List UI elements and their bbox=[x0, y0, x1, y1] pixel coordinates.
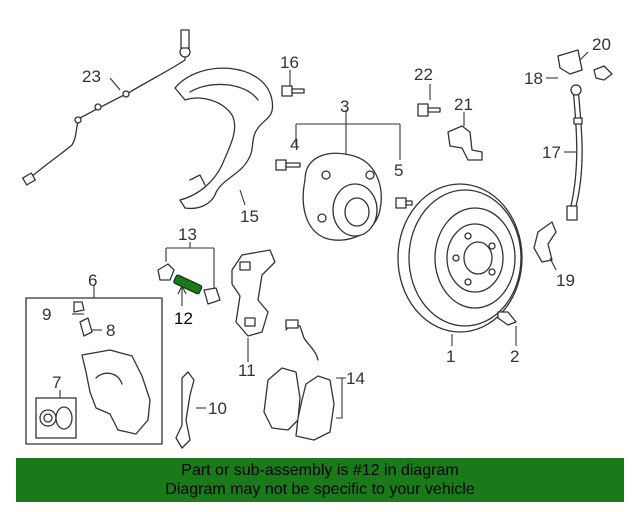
part-14-brake-pads[interactable] bbox=[263, 319, 335, 441]
callout-9: 9 bbox=[42, 305, 51, 324]
callout-15: 15 bbox=[240, 207, 259, 226]
part-4-bolt[interactable] bbox=[275, 159, 301, 171]
callout-4: 4 bbox=[290, 135, 299, 154]
part-2-screw[interactable] bbox=[497, 311, 517, 326]
callout-16: 16 bbox=[280, 53, 299, 72]
part-3-hub-assembly[interactable] bbox=[302, 152, 382, 241]
part-16-bolt[interactable] bbox=[281, 85, 305, 97]
callout-6: 6 bbox=[88, 271, 97, 290]
part-10-clip[interactable] bbox=[175, 371, 195, 449]
callout-8: 8 bbox=[106, 321, 115, 340]
banner-line-2: Diagram may not be specific to your vehi… bbox=[165, 481, 475, 498]
callout-2: 2 bbox=[510, 347, 519, 366]
callout-13: 13 bbox=[178, 225, 197, 244]
callout-1: 1 bbox=[446, 347, 455, 366]
part-13-guide-pin-kit[interactable] bbox=[157, 263, 221, 305]
part-19-bracket[interactable] bbox=[533, 221, 557, 263]
callout-18: 18 bbox=[524, 69, 543, 88]
part-23-sensor-wire[interactable] bbox=[22, 29, 191, 186]
callout-22: 22 bbox=[414, 65, 433, 84]
part-1-rotor[interactable] bbox=[397, 183, 523, 333]
part-22-bolt[interactable] bbox=[417, 103, 441, 117]
callout-21: 21 bbox=[454, 95, 473, 114]
part-11-caliper-bracket[interactable] bbox=[231, 249, 276, 337]
callout-17: 17 bbox=[542, 143, 561, 162]
callout-19: 19 bbox=[556, 271, 575, 290]
leader-lines bbox=[59, 51, 589, 419]
callout-11: 11 bbox=[238, 361, 256, 380]
part-21-bracket[interactable] bbox=[447, 125, 483, 161]
part-12-guide-pin[interactable] bbox=[173, 274, 203, 295]
part-20-clip[interactable] bbox=[593, 65, 613, 81]
part-15-splash-shield[interactable] bbox=[174, 67, 274, 210]
callout-10: 10 bbox=[208, 399, 227, 418]
callout-7: 7 bbox=[52, 373, 61, 392]
callout-20: 20 bbox=[592, 35, 611, 54]
part-5-bolt[interactable] bbox=[395, 197, 413, 209]
banner-line-1: Part or sub-assembly is #12 in diagram bbox=[181, 462, 459, 479]
part-17-brake-hose[interactable] bbox=[557, 49, 583, 221]
callout-5: 5 bbox=[394, 161, 403, 180]
info-banner: Part or sub-assembly is #12 in diagram D… bbox=[16, 458, 624, 502]
callout-12: 12 bbox=[174, 309, 193, 328]
callout-14: 14 bbox=[346, 369, 365, 388]
callout-23: 23 bbox=[82, 67, 101, 86]
callout-3: 3 bbox=[340, 97, 349, 116]
